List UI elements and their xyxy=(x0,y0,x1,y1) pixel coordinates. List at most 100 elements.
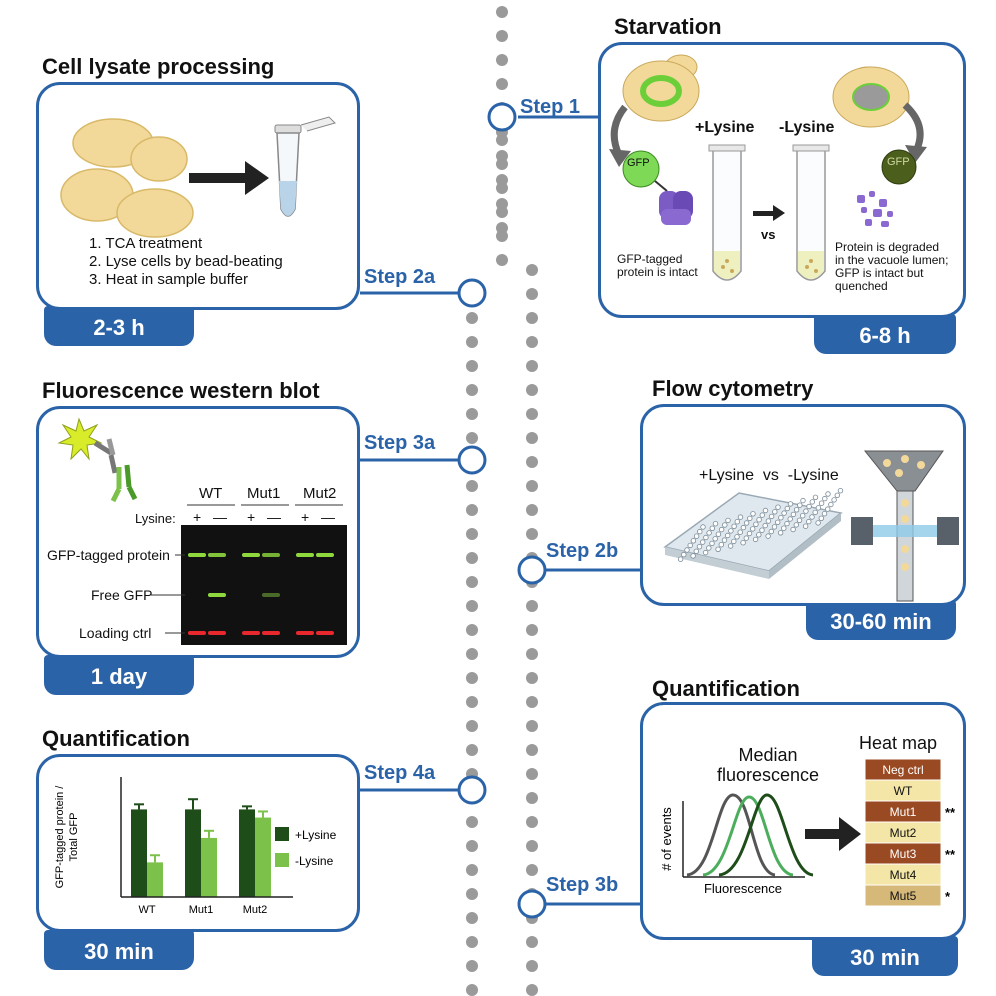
plate-well xyxy=(737,529,743,535)
step3b-node xyxy=(517,889,547,919)
timeline-dot xyxy=(466,816,478,828)
timeline-dot xyxy=(526,816,538,828)
lane-group-mut2: Mut2 xyxy=(303,485,337,502)
plate-well xyxy=(759,527,765,533)
timeline-dots xyxy=(466,6,538,996)
curved-arrow-icon xyxy=(610,104,628,157)
western-time-badge: 1 day xyxy=(44,655,194,695)
timeline-dot xyxy=(526,984,538,996)
plate-well xyxy=(684,547,690,553)
plate-well xyxy=(799,512,806,519)
plate-well xyxy=(796,517,803,523)
plate-well xyxy=(787,516,793,522)
histogram-illustration: # of events Fluorescence Neg ctrlWTMut1*… xyxy=(659,758,956,907)
row-label-loading: Loading ctrl xyxy=(79,625,152,641)
well-plate-icon xyxy=(663,487,844,579)
bar-mut1-plus xyxy=(185,809,201,897)
band-gfp-tagged xyxy=(208,553,226,557)
step2b-label: Step 2b xyxy=(546,540,619,562)
timeline-dot xyxy=(526,288,538,300)
timeline-dot xyxy=(526,600,538,612)
band-loading-ctrl xyxy=(188,631,206,635)
heatmap-row-label: Mut4 xyxy=(890,868,917,882)
legend-label: -Lysine xyxy=(295,854,334,868)
gfp-label-quenched: GFP xyxy=(887,156,910,168)
lysate-step-2: 2. Lyse cells by bead-beating xyxy=(89,253,283,270)
plate-well xyxy=(715,546,721,552)
plate-well xyxy=(743,520,750,526)
plate-well xyxy=(725,517,731,524)
hist-y-label: # of events xyxy=(659,807,674,871)
intact-caption-line2: protein is intact xyxy=(617,265,698,279)
plate-well xyxy=(797,502,803,508)
plate-well xyxy=(718,526,725,533)
heatmap-row-label: Mut5 xyxy=(890,889,917,903)
degraded-protein-fragments xyxy=(857,191,893,227)
flow-illustration xyxy=(663,450,959,602)
timeline-dot xyxy=(526,648,538,660)
timeline-dot xyxy=(466,696,478,708)
timeline-dot xyxy=(496,134,508,146)
plate-well xyxy=(812,494,819,500)
timeline-dot xyxy=(526,480,538,492)
plate-well xyxy=(815,505,822,511)
plate-well xyxy=(703,534,709,541)
plate-well xyxy=(700,539,706,545)
lane-sign: + xyxy=(193,509,202,525)
y-axis-label-line1: GFP-tagged protein / xyxy=(54,785,66,889)
timeline-dot xyxy=(526,384,538,396)
flow-time-badge: 30-60 min xyxy=(806,600,956,640)
degraded-caption-line2: in the vacuole lumen; xyxy=(835,253,949,267)
median-label-line1: Median xyxy=(738,745,798,765)
lysate-heading: Cell lysate processing xyxy=(42,54,275,79)
step2a-label: Step 2a xyxy=(364,266,436,288)
plate-well xyxy=(727,543,734,549)
plate-well xyxy=(822,495,828,502)
heatmap-row-label: Mut1 xyxy=(890,805,917,819)
degraded-caption-line4: quenched xyxy=(835,279,888,293)
chart-legend: +Lysine-Lysine xyxy=(275,827,337,868)
timeline-dot xyxy=(496,182,508,194)
timeline-dot xyxy=(466,600,478,612)
step4a-node xyxy=(457,775,487,805)
step3b-label: Step 3b xyxy=(546,874,619,896)
timeline-dot xyxy=(526,360,538,372)
band-free-gfp-faint xyxy=(262,593,280,597)
lane-group-mut1: Mut1 xyxy=(247,485,281,502)
plate-well xyxy=(762,507,769,514)
plate-well xyxy=(737,514,744,520)
lysate-illustration xyxy=(60,116,336,238)
plate-well xyxy=(787,501,794,507)
heatmap-row-label: Mut3 xyxy=(890,847,917,861)
plate-well xyxy=(821,510,828,517)
plate-well xyxy=(740,524,747,531)
plate-well xyxy=(765,533,771,539)
plate-well xyxy=(756,516,762,523)
plate-well xyxy=(700,524,706,530)
x-tick-label: Mut2 xyxy=(243,904,267,916)
plate-well xyxy=(784,520,790,527)
band-gfp-tagged xyxy=(262,553,280,557)
band-free-gfp xyxy=(208,593,226,597)
plate-well xyxy=(802,523,809,529)
band-loading-ctrl xyxy=(208,631,226,635)
timeline-dot xyxy=(496,206,508,218)
quant-left-heading: Quantification xyxy=(42,726,190,751)
timeline-dot xyxy=(466,720,478,732)
tube-minus-lysine xyxy=(792,144,830,281)
timeline-dot xyxy=(466,744,478,756)
timeline-dot xyxy=(466,432,478,444)
blot-membrane xyxy=(181,525,347,621)
plate-well xyxy=(747,515,753,522)
vacuole-membrane-gfp xyxy=(640,75,682,107)
western-heading: Fluorescence western blot xyxy=(42,378,320,403)
tagged-protein-icon xyxy=(659,191,693,225)
timeline-dot xyxy=(526,408,538,420)
quant-right-panel: Median fluorescence Heat map # of events… xyxy=(640,702,966,940)
legend-swatch xyxy=(275,827,289,841)
histogram-curve-neg xyxy=(686,793,776,877)
quant-left-time-badge: 30 min xyxy=(44,930,194,970)
quenched-gfp xyxy=(881,149,917,185)
timeline-dot xyxy=(466,864,478,876)
